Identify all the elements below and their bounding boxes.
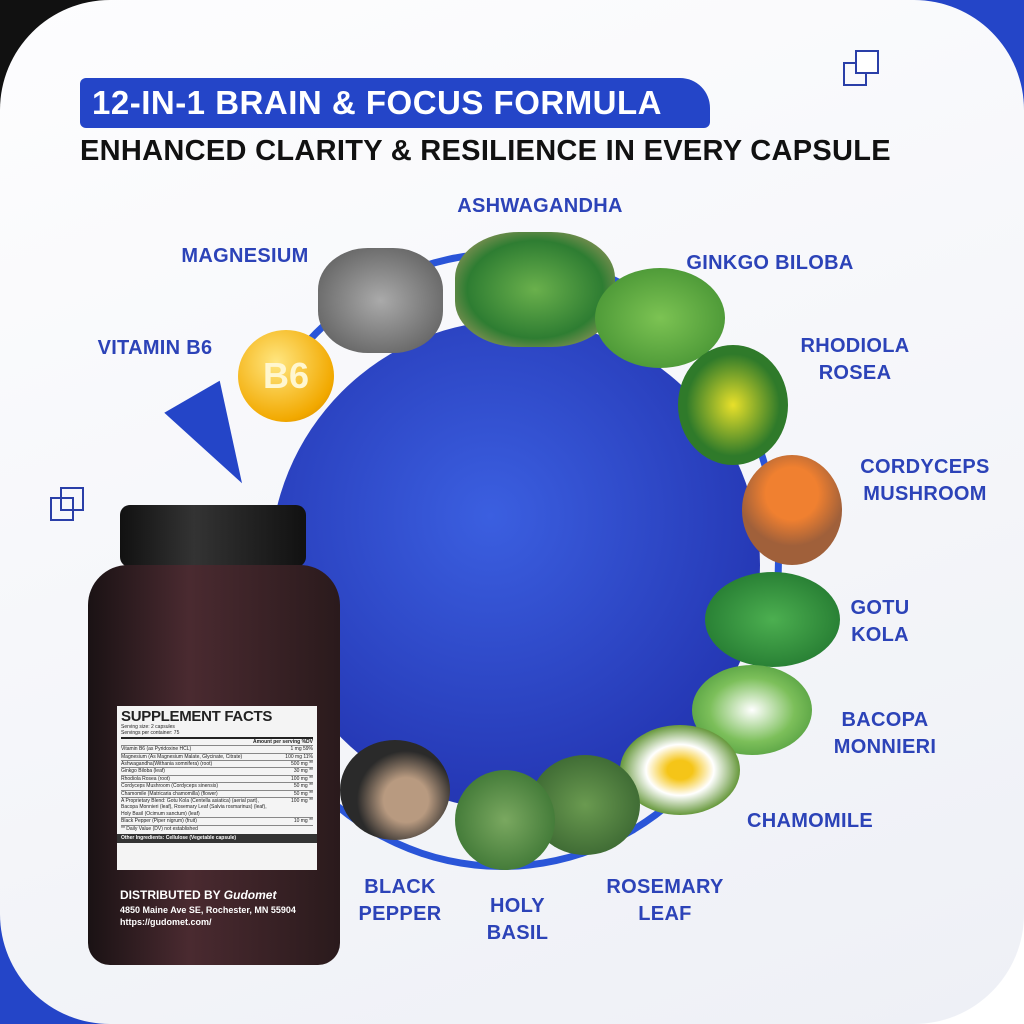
title-banner: 12-IN-1 BRAIN & FOCUS FORMULA bbox=[80, 78, 710, 128]
facts-ingredient: Ashwagandha(Withania somnifera) (root) bbox=[121, 761, 213, 768]
serving-size: Serving size: 2 capsules bbox=[121, 724, 175, 730]
subtitle: ENHANCED CLARITY & RESILIENCE IN EVERY C… bbox=[80, 135, 891, 167]
facts-amount: 10 mg ** bbox=[293, 818, 313, 825]
brand-logo: Gudomet bbox=[223, 888, 277, 902]
ingredient-label: GOTU KOLA bbox=[850, 597, 910, 646]
ingredient-label: BLACK PEPPER bbox=[358, 876, 442, 925]
facts-amount: 50 mg ** bbox=[293, 783, 313, 790]
facts-amount: 1 mg 59% bbox=[290, 746, 313, 753]
facts-amount: 100 mg 11% bbox=[285, 753, 313, 760]
dv-note: ** Daily Value (DV) not established bbox=[121, 825, 198, 832]
ingredient-label: VITAMIN B6 bbox=[97, 337, 213, 359]
ingredient-label: GINKGO BILOBA bbox=[686, 252, 854, 274]
ginkgo-image bbox=[595, 268, 725, 368]
facts-amount: 100 mg ** bbox=[291, 798, 313, 805]
facts-ingredient: Ginkgo Biloba (leaf) bbox=[121, 768, 165, 775]
facts-row: Cordyceps Mushroom (Cordyceps sinensis) 5… bbox=[121, 782, 313, 789]
facts-ingredient: Magnesium (As Magnesium Malate, Glycinat… bbox=[121, 753, 243, 760]
facts-row: Magnesium (As Magnesium Malate, Glycinat… bbox=[121, 752, 313, 760]
ingredient-label: MAGNESIUM bbox=[181, 245, 309, 267]
facts-ingredient: Black Pepper (Piper nigrum) (fruit) bbox=[121, 818, 197, 825]
facts-row: Ginkgo Biloba (leaf) 30 mg ** bbox=[121, 767, 313, 774]
facts-amount: 100 mg ** bbox=[291, 775, 313, 782]
magnesium-image bbox=[318, 248, 443, 353]
vitamin-b6-image: B6 bbox=[238, 330, 334, 422]
square-icon bbox=[855, 50, 879, 74]
supplement-facts-label: SUPPLEMENT FACTS Serving size: 2 capsule… bbox=[117, 706, 317, 870]
ingredient-label: HOLY BASIL bbox=[486, 895, 549, 944]
address: 4850 Maine Ave SE, Rochester, MN 55904 bbox=[120, 905, 296, 915]
other-ingredients: Other Ingredients: Cellulose (Vegetable … bbox=[117, 834, 317, 843]
facts-amount: 500 mg ** bbox=[291, 761, 313, 768]
facts-title: SUPPLEMENT FACTS bbox=[121, 708, 273, 725]
website: https://gudomet.com/ bbox=[120, 917, 212, 927]
ingredient-label: CHAMOMILE bbox=[746, 810, 874, 832]
holy-basil-image bbox=[455, 770, 555, 870]
chamomile-image bbox=[620, 725, 740, 815]
facts-row: Black Pepper (Piper nigrum) (fruit) 10 mg… bbox=[121, 817, 313, 824]
facts-ingredient: Vitamin B6 (as Pyridoxine HCL) bbox=[121, 746, 192, 753]
ashwagandha-image bbox=[455, 232, 615, 347]
distributed-by: DISTRIBUTED BY bbox=[120, 888, 221, 902]
ingredient-label: ASHWAGANDHA bbox=[457, 195, 623, 217]
bottle-cap bbox=[120, 505, 306, 567]
rhodiola-image bbox=[678, 345, 788, 465]
facts-row: A Proprietary Blend: Gotu Kola (Centella… bbox=[121, 797, 313, 817]
facts-amount: 50 mg ** bbox=[293, 790, 313, 797]
facts-row: Chamomile (Matricaria chamomilla) (flowe… bbox=[121, 789, 313, 797]
ingredient-label: RHODIOLA ROSEA bbox=[800, 335, 910, 384]
facts-row: Vitamin B6 (as Pyridoxine HCL) 1 mg 59% bbox=[121, 745, 313, 752]
facts-amount: 30 mg ** bbox=[293, 768, 313, 775]
facts-ingredient: Rhodiola Rosea (root) bbox=[121, 775, 170, 782]
facts-ingredient: Chamomile (Matricaria chamomilla) (flowe… bbox=[121, 790, 218, 797]
servings: Servings per container: 75 bbox=[121, 730, 180, 737]
page-title: 12-IN-1 BRAIN & FOCUS FORMULA bbox=[92, 84, 663, 121]
facts-ingredient: Cordyceps Mushroom (Cordyceps sinensis) bbox=[121, 783, 218, 790]
ingredient-label: BACOPA MONNIERI bbox=[833, 709, 937, 758]
ingredient-label: ROSEMARY LEAF bbox=[606, 876, 724, 925]
ingredient-label: CORDYCEPS MUSHROOM bbox=[860, 456, 990, 505]
amount-header: Amount per serving %DV bbox=[252, 738, 313, 745]
gotu-kola-image bbox=[705, 572, 840, 667]
black-pepper-image bbox=[340, 740, 450, 840]
distributor: DISTRIBUTED BY Gudomet 4850 Maine Ave SE… bbox=[120, 888, 296, 927]
facts-row: Rhodiola Rosea (root) 100 mg ** bbox=[121, 774, 313, 782]
facts-row: Ashwagandha(Withania somnifera) (root) 50… bbox=[121, 760, 313, 767]
square-icon bbox=[60, 487, 84, 511]
cordyceps-image bbox=[742, 455, 842, 565]
facts-ingredient: A Proprietary Blend: Gotu Kola (Centella… bbox=[121, 798, 267, 817]
